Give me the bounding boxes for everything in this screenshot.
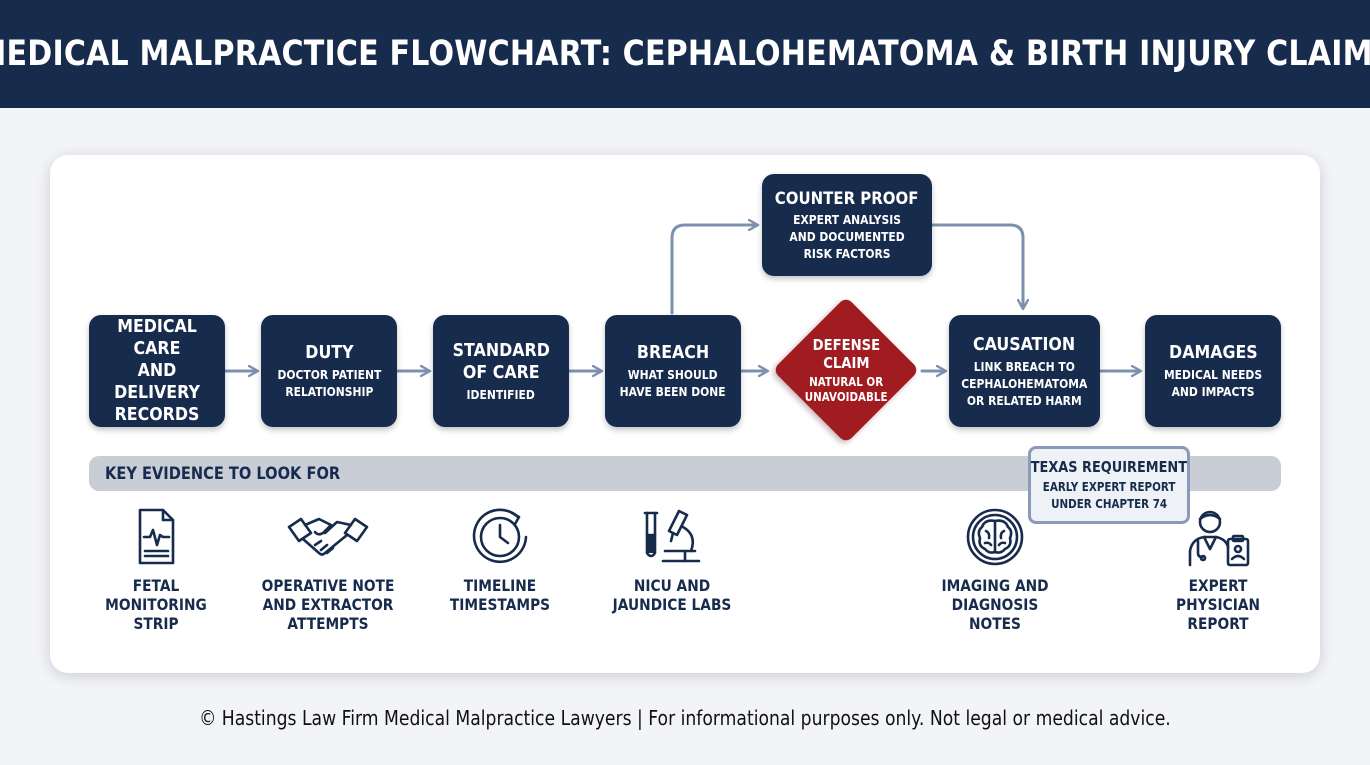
defense-title: DEFENSE CLAIM	[812, 335, 880, 372]
evidence-item-imaging: IMAGING AND DIAGNOSIS NOTES	[915, 505, 1075, 633]
evidence-item-nicu-labs: NICU AND JAUNDICE LABS	[592, 505, 752, 614]
causation-title: CAUSATION	[973, 333, 1076, 355]
counter-subtitle: EXPERT ANALYSIS AND DOCUMENTED RISK FACT…	[789, 211, 905, 261]
causation-subtitle: LINK BREACH TO CEPHALOHEMATOMA OR RELATE…	[961, 358, 1088, 408]
texas-subtitle: EARLY EXPERT REPORT UNDER CHAPTER 74	[1042, 479, 1176, 511]
standard-title: STANDARD OF CARE	[452, 339, 550, 383]
duty-box: DUTY DOCTOR PATIENT RELATIONSHIP	[261, 315, 397, 427]
evidence-label: EXPERT PHYSICIAN REPORT	[1176, 576, 1260, 633]
texas-title: TEXAS REQUIREMENT	[1030, 457, 1188, 476]
document-heartbeat-icon	[138, 508, 175, 565]
physician-icon	[1188, 510, 1250, 567]
breach-title: BREACH	[636, 342, 710, 363]
page-title: MEDICAL MALPRACTICE FLOWCHART: CEPHALOHE…	[0, 34, 1370, 74]
clock-icon	[472, 508, 528, 564]
counter-proof-box: COUNTER PROOF EXPERT ANALYSIS AND DOCUME…	[762, 174, 932, 276]
evidence-item-timeline: TIMELINE TIMESTAMPS	[420, 505, 580, 614]
footer-disclaimer: © Hastings Law Firm Medical Malpractice …	[0, 706, 1370, 730]
key-evidence-heading: KEY EVIDENCE TO LOOK FOR	[105, 464, 341, 484]
evidence-label: NICU AND JAUNDICE LABS	[612, 576, 732, 614]
records-box: MEDICAL CARE AND DELIVERY RECORDS	[89, 315, 225, 427]
damages-subtitle: MEDICAL NEEDS AND IMPACTS	[1163, 367, 1263, 399]
arrow-breach-to-counter	[670, 225, 757, 315]
evidence-label: FETAL MONITORING STRIP	[105, 576, 207, 633]
records-title: MEDICAL CARE AND DELIVERY RECORDS	[114, 316, 200, 425]
breach-box: BREACH WHAT SHOULD HAVE BEEN DONE	[605, 315, 741, 427]
standard-of-care-box: STANDARD OF CARE IDENTIFIED	[433, 315, 569, 427]
evidence-label: IMAGING AND DIAGNOSIS NOTES	[941, 576, 1049, 633]
evidence-label: OPERATIVE NOTE AND EXTRACTOR ATTEMPTS	[261, 576, 395, 633]
evidence-item-fetal-monitoring: FETAL MONITORING STRIP	[76, 505, 236, 633]
footer-text: © Hastings Law Firm Medical Malpractice …	[199, 706, 1171, 730]
defense-claim-diamond: DEFENSE CLAIM NATURAL OR UNAVOIDABLE	[772, 296, 920, 444]
duty-subtitle: DOCTOR PATIENT RELATIONSHIP	[277, 367, 381, 399]
texas-requirement-box: TEXAS REQUIREMENT EARLY EXPERT REPORT UN…	[1028, 446, 1190, 524]
evidence-item-operative-note: OPERATIVE NOTE AND EXTRACTOR ATTEMPTS	[248, 505, 408, 633]
evidence-label: TIMELINE TIMESTAMPS	[449, 576, 551, 614]
standard-subtitle: IDENTIFIED	[466, 386, 536, 402]
breach-subtitle: WHAT SHOULD HAVE BEEN DONE	[619, 367, 727, 399]
defense-subtitle: NATURAL OR UNAVOIDABLE	[804, 374, 888, 404]
brain-scan-icon	[966, 508, 1024, 566]
handshake-icon	[287, 517, 369, 556]
duty-title: DUTY	[304, 342, 354, 363]
counter-title: COUNTER PROOF	[775, 188, 919, 209]
evidence-item-expert-report: EXPERT PHYSICIAN REPORT	[1138, 505, 1298, 633]
damages-title: DAMAGES	[1168, 342, 1258, 363]
page-header: MEDICAL MALPRACTICE FLOWCHART: CEPHALOHE…	[0, 0, 1370, 108]
causation-box: CAUSATION LINK BREACH TO CEPHALOHEMATOMA…	[949, 315, 1100, 427]
microscope-icon	[643, 509, 701, 563]
arrow-counter-to-causation	[931, 223, 1023, 308]
damages-box: DAMAGES MEDICAL NEEDS AND IMPACTS	[1145, 315, 1281, 427]
